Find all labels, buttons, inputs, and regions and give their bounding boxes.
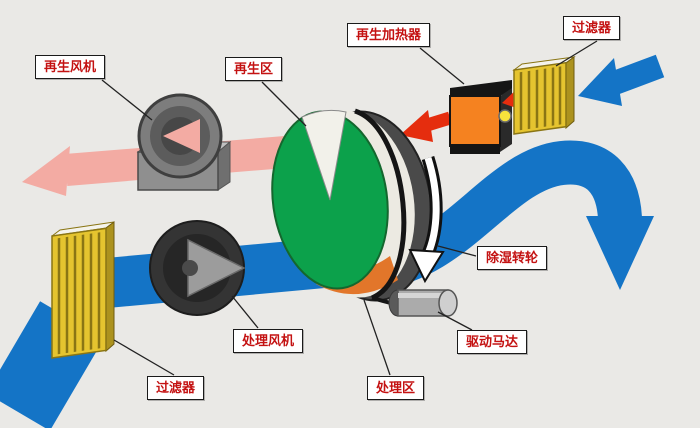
regen-exhaust-inner-arrowhead bbox=[163, 119, 200, 153]
process-fan-unit bbox=[149, 220, 246, 316]
filter-top-block bbox=[512, 56, 576, 135]
hot-air-arrowhead-to-wheel bbox=[400, 110, 433, 142]
heater-indicator-dot bbox=[498, 109, 512, 123]
regen-heater-unit bbox=[449, 80, 512, 154]
label-filter-bottom: 过滤器 bbox=[147, 376, 205, 400]
regen-fan-unit bbox=[136, 93, 232, 191]
wheel-regen-sector bbox=[301, 109, 347, 201]
regen-air-inlet-arrow bbox=[607, 54, 665, 96]
dehumid-wheel-assembly bbox=[271, 108, 445, 302]
label-dehumid-wheel: 除湿转轮 bbox=[477, 246, 548, 270]
label-filter-top: 过滤器 bbox=[563, 16, 621, 40]
leader-lines bbox=[101, 40, 598, 376]
drive-motor-unit bbox=[371, 289, 458, 317]
label-regen-zone: 再生区 bbox=[225, 57, 283, 81]
wheel-belt bbox=[354, 108, 407, 301]
filter-bottom-block bbox=[51, 221, 115, 359]
label-process-zone: 处理区 bbox=[367, 376, 425, 400]
wheel-rotation-arrow bbox=[423, 156, 440, 258]
label-drive-motor: 驱动马达 bbox=[457, 330, 528, 354]
regen-exhaust-arrowhead bbox=[22, 146, 70, 196]
label-regen-fan: 再生风机 bbox=[35, 55, 106, 79]
regen-air-inlet-arrowhead bbox=[578, 58, 622, 106]
process-air-outlet-arrowhead bbox=[586, 216, 654, 290]
label-regen-heater: 再生加热器 bbox=[347, 23, 431, 47]
label-process-fan: 处理风机 bbox=[233, 329, 304, 353]
